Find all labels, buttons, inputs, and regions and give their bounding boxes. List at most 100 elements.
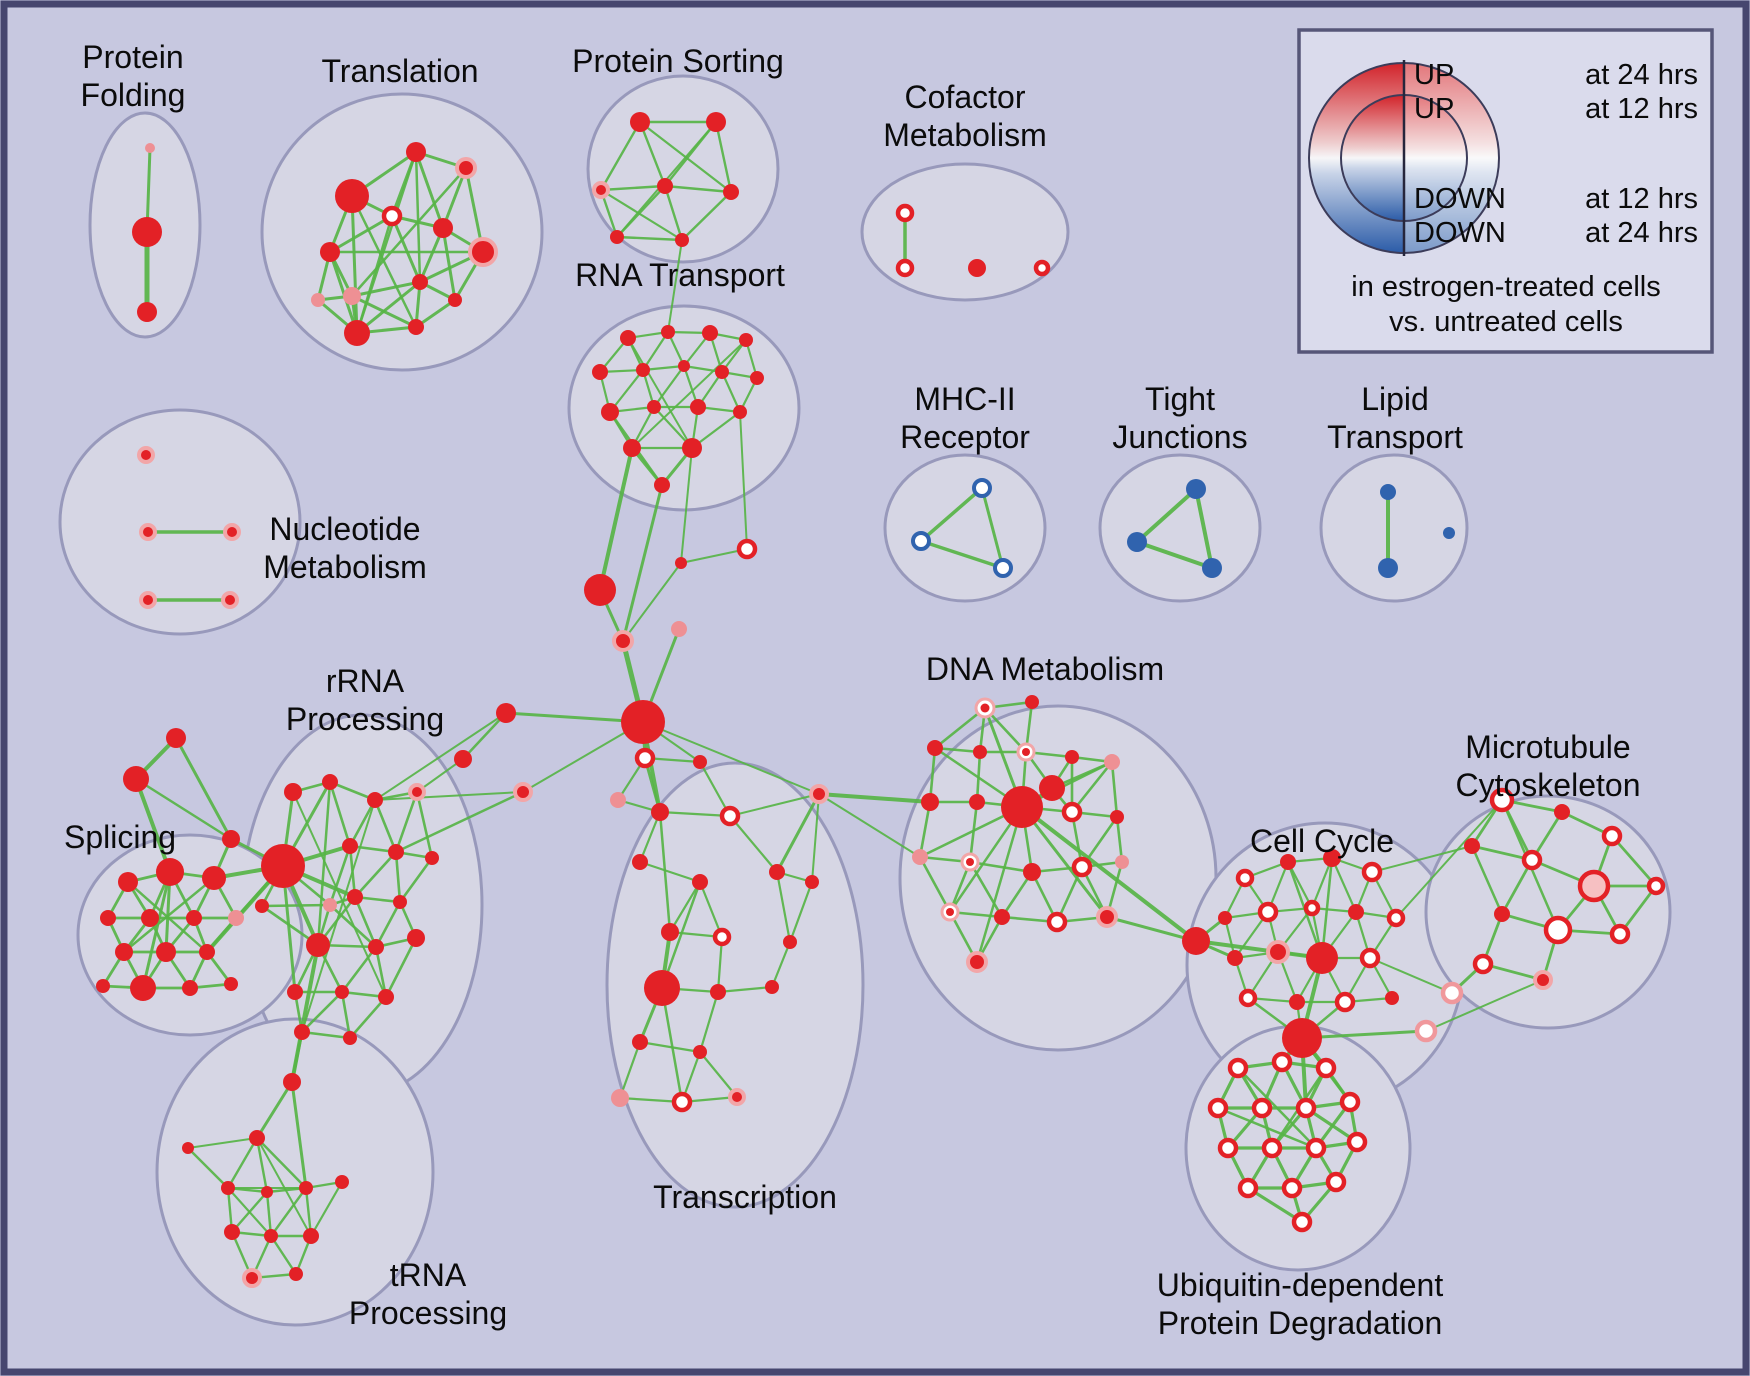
gene-node: [287, 984, 303, 1000]
gene-node: [1291, 1211, 1313, 1233]
gene-node: [335, 179, 369, 213]
edge: [658, 810, 732, 818]
gene-node: [610, 230, 624, 244]
gene-node: [222, 830, 240, 848]
edge: [631, 339, 747, 449]
gene-node: [1227, 1057, 1249, 1079]
edge: [414, 150, 445, 230]
edge: [260, 903, 332, 908]
edge: [660, 986, 684, 1104]
gene-node: [994, 909, 1010, 925]
gene-node: [433, 218, 453, 238]
gene-node: [322, 774, 338, 790]
gene-node: [634, 747, 656, 769]
edge: [1000, 870, 1034, 919]
gene-node: [1104, 754, 1120, 770]
gene-node: [454, 750, 472, 768]
cluster-label-mt: Cytoskeleton: [1456, 767, 1641, 803]
edge: [134, 777, 172, 874]
gene-node: [343, 287, 361, 305]
edge: [1020, 805, 1109, 919]
legend-direction: DOWN: [1414, 183, 1506, 215]
gene-node: [407, 929, 425, 947]
cluster-label-mt: Microtubule: [1465, 729, 1630, 765]
edge: [680, 190, 733, 242]
gene-node: [1023, 863, 1041, 881]
edge: [374, 900, 402, 949]
gene-node: [468, 237, 498, 267]
edge: [668, 880, 702, 934]
nodes: [96, 112, 1666, 1288]
cluster-label-rrna: Processing: [286, 701, 444, 737]
gene-node: [584, 574, 616, 606]
gene-node: [242, 1268, 262, 1288]
gene-node: [1472, 953, 1494, 975]
edge: [1115, 815, 1124, 864]
gene-node: [249, 1130, 265, 1146]
gene-node: [408, 783, 426, 801]
gene-node: [303, 1228, 319, 1244]
gene-node: [620, 330, 636, 346]
gene-node: [1325, 1171, 1347, 1193]
edge: [348, 995, 388, 1040]
gene-node: [809, 784, 829, 804]
cluster-label-spl: Splicing: [64, 819, 176, 855]
gene-node: [601, 403, 619, 421]
edge: [1020, 805, 1198, 943]
gene-node: [1261, 1137, 1283, 1159]
gene-node-core: [966, 858, 974, 866]
gene-node: [1065, 750, 1079, 764]
gene-node: [1646, 876, 1666, 896]
gene-node: [719, 805, 741, 827]
edge: [1470, 844, 1534, 862]
gene-node: [682, 438, 702, 458]
gene-node: [671, 1091, 693, 1113]
gene-node: [335, 985, 349, 999]
gene-node: [1001, 786, 1043, 828]
gene-node: [1115, 855, 1129, 869]
edge: [373, 798, 398, 854]
edge: [1286, 860, 1314, 910]
cluster-label-ps: Protein Sorting: [572, 43, 784, 79]
gene-node: [675, 557, 687, 569]
edge: [301, 799, 376, 1033]
edge: [394, 850, 402, 904]
edge: [642, 721, 820, 795]
gene-node: [610, 792, 626, 808]
edge: [680, 548, 748, 564]
edge: [350, 280, 422, 298]
edge: [350, 194, 359, 335]
cluster-label-trans: Translation: [321, 53, 478, 89]
gene-node: [1305, 1137, 1327, 1159]
edge: [1371, 845, 1473, 873]
gene-node: [1348, 904, 1364, 920]
gene-node: [139, 591, 157, 609]
gene-node: [381, 205, 403, 227]
gene-node: [728, 1088, 746, 1106]
gene-node: [973, 745, 987, 759]
edge: [714, 120, 733, 194]
gene-node: [448, 293, 462, 307]
gene-node: [406, 142, 426, 162]
gene-node: [1609, 923, 1631, 945]
gene-node: [1237, 1177, 1259, 1199]
edge: [187, 1137, 258, 1149]
cluster-lip-ellipse: [1319, 453, 1469, 603]
edge: [933, 706, 987, 750]
cluster-label-tj: Junctions: [1112, 419, 1247, 455]
edge: [340, 945, 378, 994]
gene-node: [199, 944, 215, 960]
gene-node: [623, 439, 641, 457]
edge: [618, 1096, 684, 1104]
gene-node-core: [946, 908, 954, 916]
edge: [328, 780, 352, 848]
gene-node: [1601, 825, 1623, 847]
gene-node: [805, 875, 819, 889]
gene-node: [678, 360, 690, 372]
gene-node: [739, 333, 753, 347]
gene-node: [343, 1031, 357, 1045]
gene-node: [636, 363, 650, 377]
gene-node: [723, 184, 739, 200]
gene-node: [702, 325, 718, 341]
edge: [652, 364, 686, 409]
